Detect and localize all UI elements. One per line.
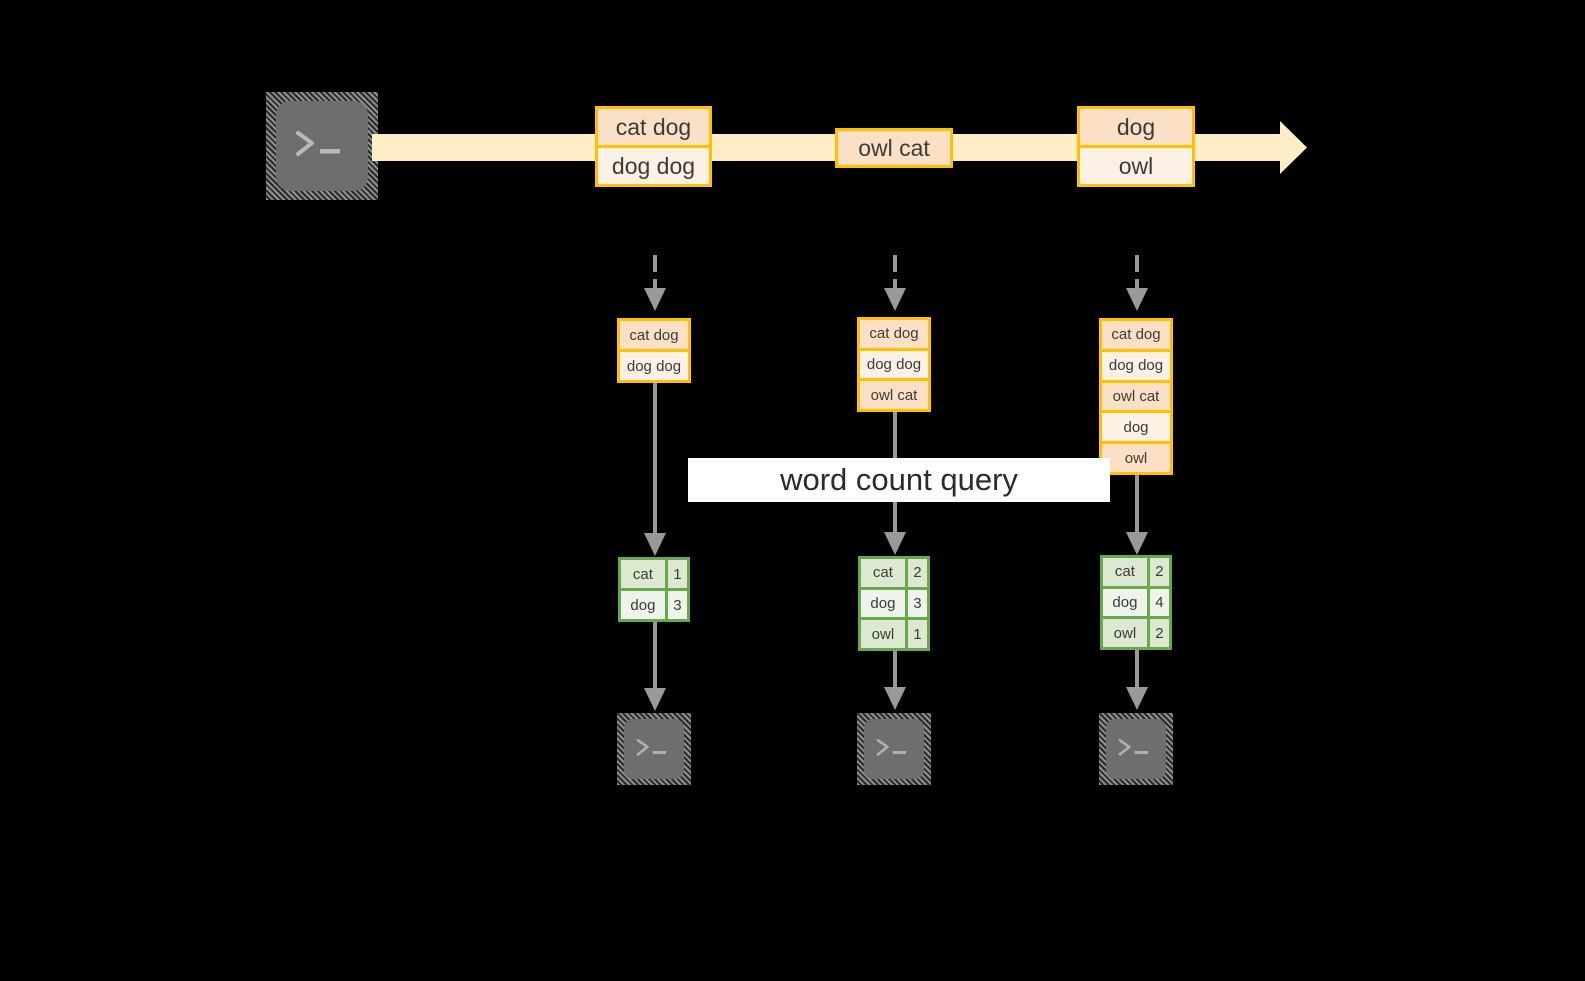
source-terminal-icon [266, 92, 378, 200]
record-line: dog dog [598, 145, 709, 184]
table-row: cat 2 [1103, 558, 1169, 586]
table-cell-count: 2 [904, 559, 927, 587]
dashed-down-arrow-col3 [1126, 255, 1148, 311]
record-line: cat dog [598, 109, 709, 145]
stream-arrowhead-icon [1258, 121, 1307, 174]
table-row: dog 4 [1103, 585, 1169, 617]
record-line: dog [1080, 109, 1192, 145]
sink-terminal-icon-col3 [1099, 713, 1173, 785]
buffer-col3: cat dog dog dog owl cat dog owl [1099, 318, 1173, 475]
table-cell-word: owl [1103, 619, 1147, 648]
terminal-prompt-icon [296, 131, 340, 156]
record-line: owl cat [838, 131, 950, 165]
table-row: dog 3 [621, 588, 687, 619]
buffer-line: owl cat [860, 378, 928, 410]
record-line: owl [1080, 145, 1192, 184]
query-label: word count query [688, 458, 1110, 502]
terminal-screen [624, 719, 684, 779]
result-table-col1: cat 1 dog 3 [618, 557, 690, 622]
sink-terminal-icon-col2 [857, 713, 931, 785]
buffer-line: cat dog [1102, 321, 1170, 349]
buffer-line: dog dog [1102, 348, 1170, 380]
sink-terminal-icon-col1 [617, 713, 691, 785]
buffer-line: owl [1102, 441, 1170, 472]
buffer-line: owl cat [1102, 379, 1170, 411]
terminal-prompt-icon [876, 738, 906, 756]
table-cell-count: 1 [904, 620, 927, 649]
table-row: cat 2 [861, 559, 927, 587]
stream-record-3: dog owl [1077, 106, 1195, 187]
stream-record-2: owl cat [835, 128, 953, 168]
terminal-screen [1106, 719, 1166, 779]
terminal-screen [864, 719, 924, 779]
table-row: dog 3 [861, 586, 927, 618]
result-table-col3: cat 2 dog 4 owl 2 [1100, 555, 1172, 650]
table-row: owl 1 [861, 617, 927, 649]
buffer-col1: cat dog dog dog [617, 318, 691, 383]
table-cell-word: dog [1103, 588, 1147, 617]
table-cell-word: dog [621, 591, 665, 619]
result-table-col2: cat 2 dog 3 owl 1 [858, 556, 930, 651]
table-cell-word: cat [1103, 558, 1147, 586]
table-cell-word: owl [861, 620, 905, 649]
down-arrow-col2-out [884, 651, 906, 710]
table-row: owl 2 [1103, 616, 1169, 648]
table-cell-count: 3 [664, 591, 687, 619]
terminal-prompt-icon [1118, 738, 1148, 756]
table-cell-count: 2 [1146, 558, 1169, 586]
down-arrow-col1-mid [644, 383, 666, 556]
buffer-line: cat dog [860, 320, 928, 348]
down-arrow-col3-out [1126, 650, 1148, 710]
terminal-screen [276, 101, 368, 191]
buffer-line: dog dog [620, 349, 688, 380]
table-cell-count: 4 [1146, 588, 1169, 617]
terminal-prompt-icon [636, 738, 666, 756]
table-cell-word: cat [621, 560, 665, 588]
buffer-line: cat dog [620, 321, 688, 349]
buffer-line: dog dog [860, 347, 928, 379]
dashed-down-arrow-col1 [644, 255, 666, 311]
table-row: cat 1 [621, 560, 687, 588]
dashed-down-arrow-col2 [884, 255, 906, 311]
down-arrow-col1-out [644, 622, 666, 711]
table-cell-count: 3 [904, 589, 927, 618]
table-cell-count: 1 [664, 560, 687, 588]
buffer-col2: cat dog dog dog owl cat [857, 317, 931, 412]
table-cell-count: 2 [1146, 619, 1169, 648]
stream-record-1: cat dog dog dog [595, 106, 712, 187]
table-cell-word: cat [861, 559, 905, 587]
table-cell-word: dog [861, 589, 905, 618]
down-arrow-col3-mid [1126, 475, 1148, 555]
buffer-line: dog [1102, 410, 1170, 442]
